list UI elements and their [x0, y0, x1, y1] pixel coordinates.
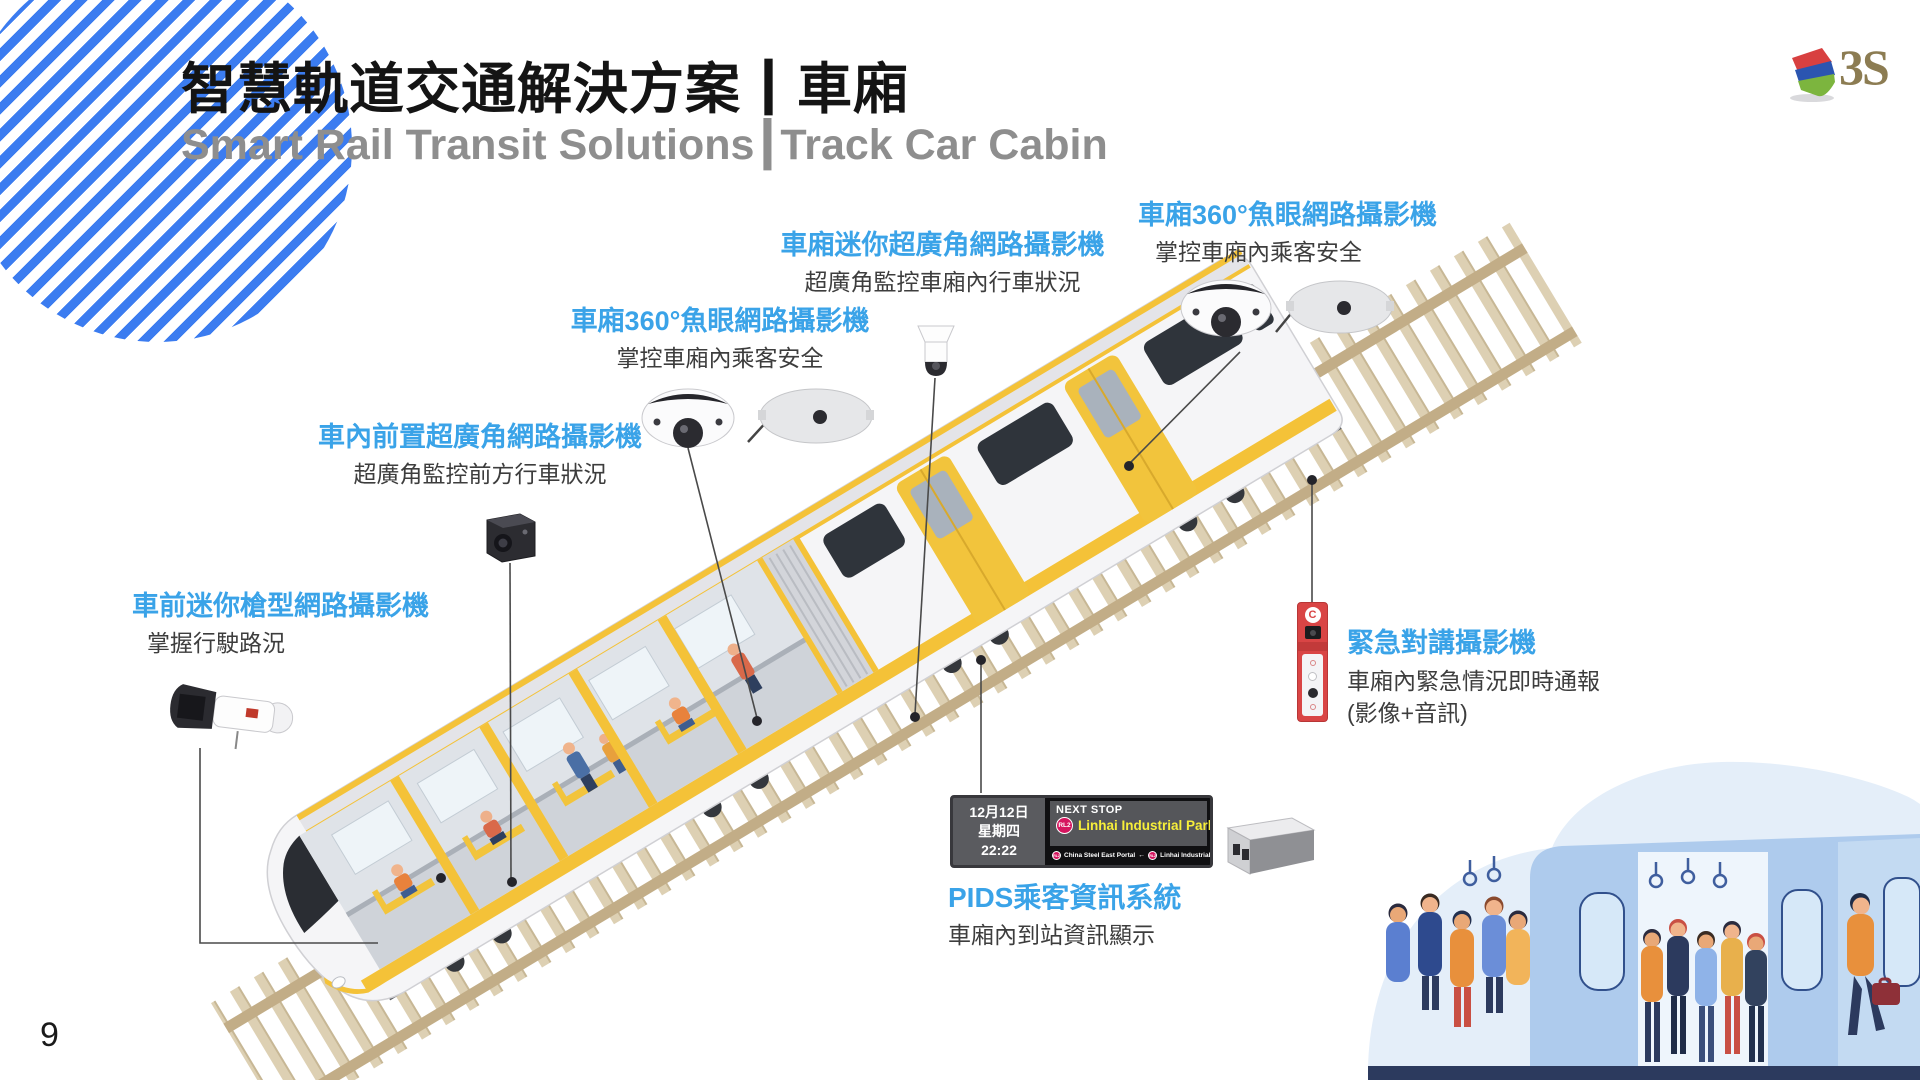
- intercom-c-badge: C: [1304, 607, 1321, 623]
- pids-weekday: 星期四: [978, 823, 1020, 840]
- label-cabin-fisheye-camera-mid: 車廂360°魚眼網路攝影機 掌控車廂內乘客安全: [558, 304, 882, 374]
- label-title: 緊急對講攝影機: [1347, 628, 1536, 658]
- label-front-interior-wide-camera: 車內前置超廣角網路攝影機 超廣角監控前方行車狀況: [308, 420, 652, 490]
- label-cabin-mini-wide-camera: 車廂迷你超廣角網路攝影機 超廣角監控車廂內行車狀況: [770, 228, 1115, 298]
- mini-wide-camera-icon: [917, 325, 955, 376]
- label-desc: 車廂內到站資訊顯示: [948, 922, 1155, 949]
- label-desc: 掌握行駛路況: [147, 630, 285, 657]
- crowd-door: [1641, 919, 1767, 1062]
- label-title: 車廂360°魚眼網路攝影機: [1138, 200, 1437, 230]
- passenger-figures: [391, 643, 763, 899]
- car-articulation: [757, 535, 879, 695]
- logo-text: 3S: [1839, 39, 1890, 95]
- leader-lines: [199, 351, 1317, 944]
- logo-cone-icon: [1790, 48, 1835, 102]
- label-desc: 超廣角監控車廂內行車狀況: [804, 269, 1081, 296]
- label-desc: 超廣角監控前方行車狀況: [353, 461, 607, 488]
- line-badge-small: RL2: [1052, 851, 1061, 860]
- label-title: 車內前置超廣角網路攝影機: [318, 422, 642, 452]
- pids-route-from: China Steel East Portal: [1064, 852, 1136, 859]
- train: [266, 248, 1343, 1002]
- pids-datetime-panel: 12月12日 星期四 22:22: [953, 798, 1047, 865]
- intercom-camera-lens: [1304, 626, 1321, 639]
- intercom-speaker-icon: [1309, 660, 1316, 667]
- intercom-label-band: [1298, 642, 1327, 651]
- label-cabin-fisheye-camera-top: 車廂360°魚眼網路攝影機 掌控車廂內乘客安全: [1138, 198, 1468, 268]
- label-title: 車廂迷你超廣角網路攝影機: [780, 230, 1105, 260]
- pids-date: 12月12日: [969, 804, 1029, 821]
- pids-nextstop-panel: NEXT STOP RL2 Linhai Industrial Park RL2…: [1047, 798, 1210, 865]
- train-doors: [896, 355, 1197, 624]
- media-converter-icon: [1226, 817, 1316, 875]
- line-badge: RL2: [1056, 817, 1073, 834]
- cube-camera-icon: [486, 513, 536, 563]
- fisheye-camera-pair-top-icon: [1180, 279, 1394, 337]
- label-title: 車廂360°魚眼網路攝影機: [570, 306, 870, 336]
- walking-man: [1847, 893, 1900, 1035]
- label-emergency-intercom: 緊急對講攝影機 車廂內緊急情況即時通報 (影像+音訊): [1347, 626, 1627, 729]
- line-badge-small: RL2: [1148, 851, 1158, 860]
- striped-circle-decoration: [0, 0, 352, 342]
- page-subtitle: Smart Rail Transit Solutions┃Track Car C…: [181, 121, 1108, 169]
- pids-station: Linhai Industrial Park: [1078, 818, 1213, 833]
- label-front-bullet-camera: 車前迷你槍型網路攝影機 掌握行駛路況: [132, 589, 442, 659]
- emergency-intercom-device: C: [1297, 602, 1328, 722]
- fisheye-camera-pair-mid-icon: [641, 388, 874, 448]
- metro-crowd-illustration: [1367, 761, 1920, 1080]
- intercom-panel: [1302, 654, 1323, 716]
- train-and-track: [211, 222, 1582, 1080]
- train-interior-cutaway: [299, 557, 843, 970]
- pids-nextstop-label: NEXT STOP: [1056, 804, 1123, 816]
- pids-time: 22:22: [981, 841, 1017, 858]
- intercom-indicator: [1309, 703, 1316, 710]
- logo: 3S: [1782, 39, 1890, 95]
- label-desc: 掌控車廂內乘客安全: [1155, 239, 1362, 266]
- label-pids-system: PIDS乘客資訊系統 車廂內到站資訊顯示: [948, 880, 1268, 951]
- intercom-button: [1308, 672, 1317, 682]
- route-arrow-icon: ←: [1138, 852, 1146, 859]
- pids-route-strip: RL2 China Steel East Portal ← RL2 Linhai…: [1047, 848, 1210, 865]
- pids-route-to: Linhai Industrial Park: [1160, 852, 1211, 859]
- label-desc-line2: (影像+音訊): [1347, 699, 1468, 726]
- label-title: PIDS乘客資訊系統: [948, 882, 1182, 913]
- label-desc: 掌控車廂內乘客安全: [616, 345, 824, 372]
- intercom-mic-icon: [1307, 687, 1318, 698]
- crowd-left: [1386, 893, 1530, 1027]
- label-desc: 車廂內緊急情況即時通報: [1347, 668, 1600, 695]
- page-number: 9: [40, 1016, 59, 1054]
- bullet-camera-icon: [170, 684, 294, 750]
- label-title: 車前迷你槍型網路攝影機: [132, 591, 429, 621]
- pids-display: 12月12日 星期四 22:22 NEXT STOP RL2 Linhai In…: [950, 795, 1213, 868]
- page-title: 智慧軌道交通解決方案┃車廂: [181, 58, 910, 120]
